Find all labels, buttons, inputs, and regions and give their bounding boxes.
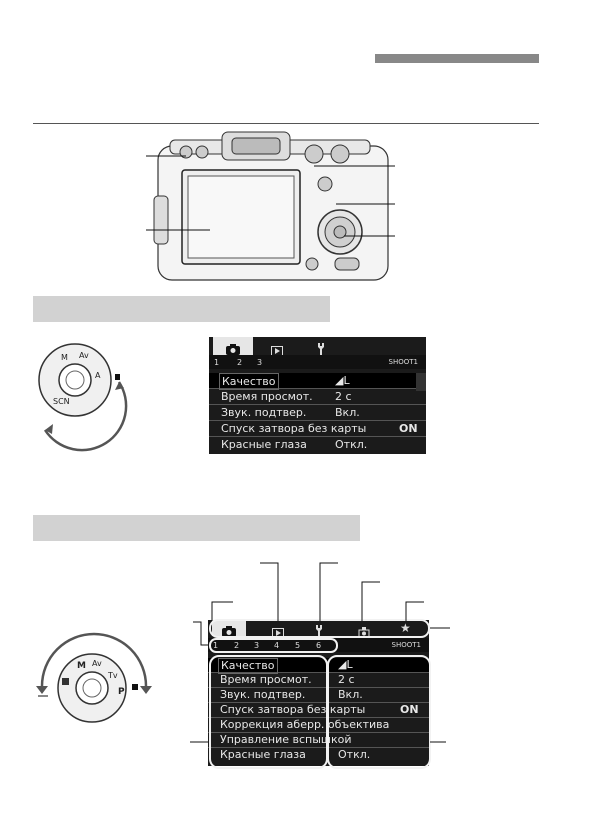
svg-text:M: M — [61, 353, 68, 362]
menu2-row[interactable]: Время просмот. 2 с — [208, 673, 429, 688]
menu2-row[interactable]: Качество ◢L — [208, 658, 429, 674]
menu-item-label: Красные глаза — [221, 438, 307, 451]
menu2-row[interactable]: Звук. подтвер. Вкл. — [208, 688, 429, 703]
menu-item-label: Время просмот. — [220, 673, 312, 686]
svg-text:Tv: Tv — [107, 671, 118, 680]
menu-screen-1: 1 2 3 SHOOT1 Качество ◢L Время просмот. … — [209, 337, 426, 454]
menu-item-label: Красные глаза — [220, 748, 306, 761]
menu-item-value: ◢L — [338, 658, 353, 671]
menu1-row[interactable]: Спуск затвора без карты ON — [209, 421, 426, 437]
menu-item-label: Спуск затвора без карты — [221, 422, 367, 435]
menu-item-label: Звук. подтвер. — [220, 688, 306, 701]
menu-screen-2: ★ 1 2 3 4 5 6 SHOOT1 Качество ◢L Время п… — [208, 620, 429, 766]
menu-item-flag: ON — [399, 422, 418, 435]
menu2-tabnum[interactable]: 2 — [234, 641, 240, 650]
menu1-row[interactable]: Качество ◢L — [209, 373, 426, 390]
section2-banner — [33, 515, 360, 541]
menu2-tabnum[interactable]: 4 — [274, 641, 280, 650]
svg-text:M: M — [77, 661, 86, 671]
menu-item-label: Качество — [218, 658, 278, 674]
menu-item-label: Время просмот. — [221, 390, 313, 403]
menu2-tab-shooting[interactable] — [212, 620, 246, 637]
menu1-tabnum[interactable]: 2 — [237, 358, 243, 367]
menu1-tab-shooting[interactable] — [213, 337, 253, 355]
menu2-tabnum[interactable]: 5 — [295, 641, 301, 650]
menu2-tab-numbers: 1 2 3 4 5 6 SHOOT1 — [208, 638, 429, 652]
menu2-row[interactable]: Спуск затвора без карты ON — [208, 703, 429, 718]
svg-text:SCN: SCN — [53, 397, 70, 406]
wrench-icon[interactable] — [315, 622, 323, 641]
menu-item-value: Вкл. — [338, 688, 363, 701]
camera-back-illustration — [150, 131, 400, 282]
menu1-scrollbar[interactable] — [416, 373, 426, 391]
menu2-tabnum[interactable]: 3 — [254, 641, 260, 650]
menu1-row[interactable]: Звук. подтвер. Вкл. — [209, 405, 426, 421]
camera-icon — [226, 340, 240, 355]
svg-text:Av: Av — [79, 351, 89, 360]
mode-dial-2: M Av Tv P — [34, 632, 158, 723]
menu1-shoot-label: SHOOT1 — [388, 358, 418, 366]
svg-text:P: P — [118, 687, 125, 697]
menu-item-value: ◢L — [335, 374, 350, 387]
menu-item-label: Спуск затвора без карты — [220, 703, 366, 716]
svg-text:A: A — [95, 371, 101, 380]
menu2-tabbar: ★ — [208, 620, 429, 638]
star-icon[interactable]: ★ — [400, 621, 411, 635]
menu2-row[interactable]: Управление вспышкой — [208, 733, 429, 748]
menu1-tabnum[interactable]: 3 — [257, 358, 263, 367]
menu-item-label: Управление вспышкой — [220, 733, 352, 746]
menu1-tab-numbers: 1 2 3 SHOOT1 — [209, 355, 426, 369]
menu-item-label: Коррекция аберр. объектива — [220, 718, 390, 731]
menu2-tabnum[interactable]: 1 — [213, 641, 219, 650]
wrench-icon — [317, 340, 325, 359]
mode-dial-1: M Av A SCN — [35, 340, 145, 452]
menu2-shoot-label: SHOOT1 — [391, 641, 421, 649]
menu2-row[interactable]: Коррекция аберр. объектива — [208, 718, 429, 733]
menu2-tabnum[interactable]: 6 — [316, 641, 322, 650]
menu2-row[interactable]: Красные глаза Откл. — [208, 748, 429, 762]
menu-item-value: Откл. — [338, 748, 371, 761]
menu-item-value: Откл. — [335, 438, 368, 451]
menu1-row[interactable]: Красные глаза Откл. — [209, 437, 426, 452]
svg-text:Av: Av — [92, 659, 102, 668]
menu-item-value: 2 с — [335, 390, 352, 403]
menu1-tabnum[interactable]: 1 — [214, 358, 220, 367]
section1-banner — [33, 296, 330, 322]
camera-icon — [222, 622, 236, 641]
menu1-row[interactable]: Время просмот. 2 с — [209, 389, 426, 405]
menu-item-label: Качество — [219, 373, 279, 390]
menu1-tab-setup[interactable] — [301, 337, 341, 355]
menu-item-label: Звук. подтвер. — [221, 406, 307, 419]
menu-item-value: 2 с — [338, 673, 355, 686]
header-rule — [33, 123, 539, 124]
menu-item-value: Вкл. — [335, 406, 360, 419]
menu-item-flag: ON — [400, 703, 419, 716]
header-gray-bar — [375, 54, 539, 63]
